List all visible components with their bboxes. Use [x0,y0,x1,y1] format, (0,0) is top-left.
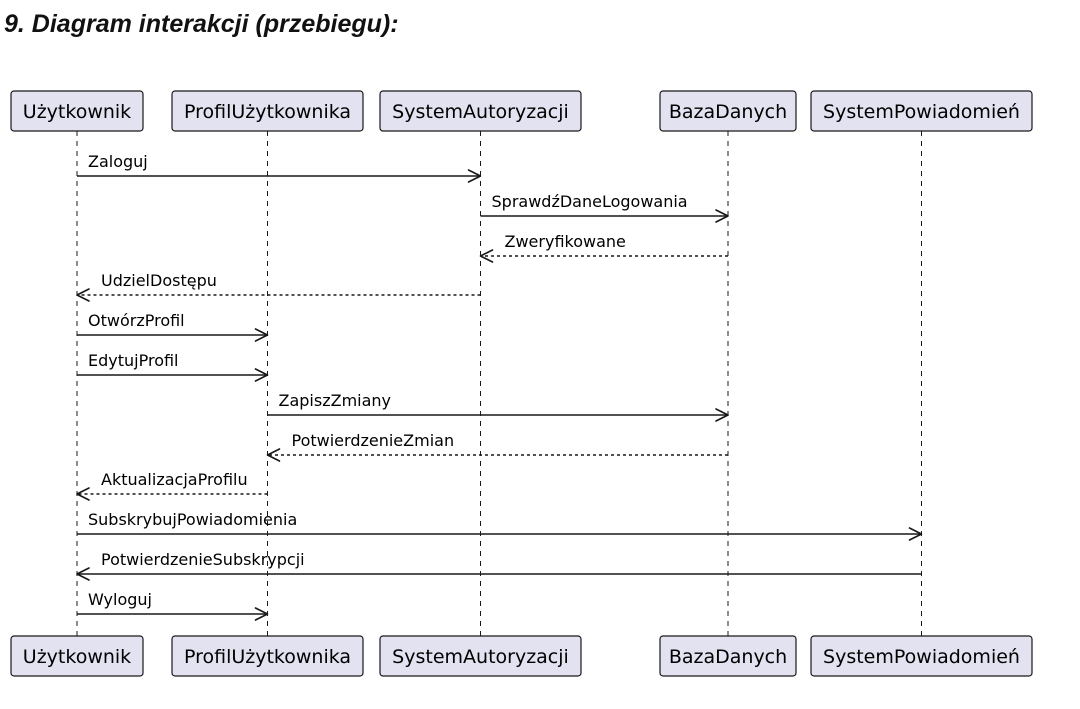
message-8: PotwierdzenieZmian [266,431,728,462]
arrow-head [479,249,494,263]
participant-label: ProfilUżytkownika [184,646,351,668]
message-9: AktualizacjaProfilu [76,470,268,501]
message-label: SubskrybujPowiadomienia [88,510,297,529]
participant-uzytkownik-bottom: Użytkownik [10,635,144,677]
participant-box [10,90,144,132]
participant-uzytkownik-top: Użytkownik [10,90,144,132]
participant-label: SystemAutoryzacji [392,646,569,668]
participant-box [379,90,582,132]
participant-box [810,635,1033,677]
participant-box [10,635,144,677]
arrow-head [76,288,90,302]
message-4: UdzielDostępu [76,271,481,302]
participant-box [659,635,797,677]
messages: ZalogujSprawdźDaneLogowaniaZweryfikowane… [76,152,923,621]
arrow-head [76,567,90,581]
participant-label: Użytkownik [23,101,131,123]
message-label: ZapiszZmiany [279,391,392,410]
message-label: PotwierdzenieZmian [292,431,455,450]
participant-profil-bottom: ProfilUżytkownika [171,635,364,677]
participant-label: BazaDanych [669,101,787,123]
arrow-head [254,607,269,621]
participant-row-top: Użytkownik ProfilUżytkownika SystemAutoryz… [10,90,1033,132]
participant-label: BazaDanych [669,646,787,668]
participant-autoryzacja-bottom: SystemAutoryzacji [379,635,582,677]
arrow-head [715,408,729,422]
message-12: Wyloguj [77,590,269,621]
message-7: ZapiszZmiany [267,391,729,422]
participant-box [379,635,582,677]
message-label: UdzielDostępu [101,271,217,290]
participant-powiadomienia-bottom: SystemPowiadomień [810,635,1033,677]
participant-box [171,90,364,132]
participant-label: SystemPowiadomień [823,646,1020,668]
message-label: EdytujProfil [88,351,179,370]
arrow-head [254,368,269,382]
arrow-head [254,328,269,342]
participant-label: SystemPowiadomień [823,101,1020,123]
arrow-head [467,169,482,183]
message-label: Zaloguj [88,152,148,171]
participant-box [810,90,1033,132]
arrow-head [76,487,90,501]
participant-label: ProfilUżytkownika [184,101,351,123]
arrow-head [266,448,281,462]
message-10: SubskrybujPowiadomienia [77,510,923,541]
message-label: AktualizacjaProfilu [101,470,248,489]
participant-box [659,90,797,132]
message-1: Zaloguj [77,152,482,183]
participant-box [171,635,364,677]
message-label: PotwierdzenieSubskrypcji [101,550,305,569]
arrow-head [715,209,729,223]
diagram-heading: 9. Diagram interakcji (przebiegu): [4,10,399,38]
participant-powiadomienia-top: SystemPowiadomień [810,90,1033,132]
participant-label: Użytkownik [23,646,131,668]
participant-baza-bottom: BazaDanych [659,635,797,677]
message-label: Wyloguj [88,590,152,609]
message-label: OtwórzProfil [88,311,185,330]
participant-autoryzacja-top: SystemAutoryzacji [379,90,582,132]
participant-label: SystemAutoryzacji [392,101,569,123]
message-label: SprawdźDaneLogowania [492,192,688,211]
participant-row-bottom: Użytkownik ProfilUżytkownika SystemAutoryz… [10,635,1033,677]
message-6: EdytujProfil [77,351,269,382]
message-5: OtwórzProfil [77,311,269,342]
message-label: Zweryfikowane [505,232,626,251]
message-3: Zweryfikowane [479,232,728,263]
arrow-head [908,527,923,541]
participant-baza-top: BazaDanych [659,90,797,132]
message-2: SprawdźDaneLogowania [480,192,729,223]
message-11: PotwierdzenieSubskrypcji [76,550,922,581]
participant-profil-top: ProfilUżytkownika [171,90,364,132]
